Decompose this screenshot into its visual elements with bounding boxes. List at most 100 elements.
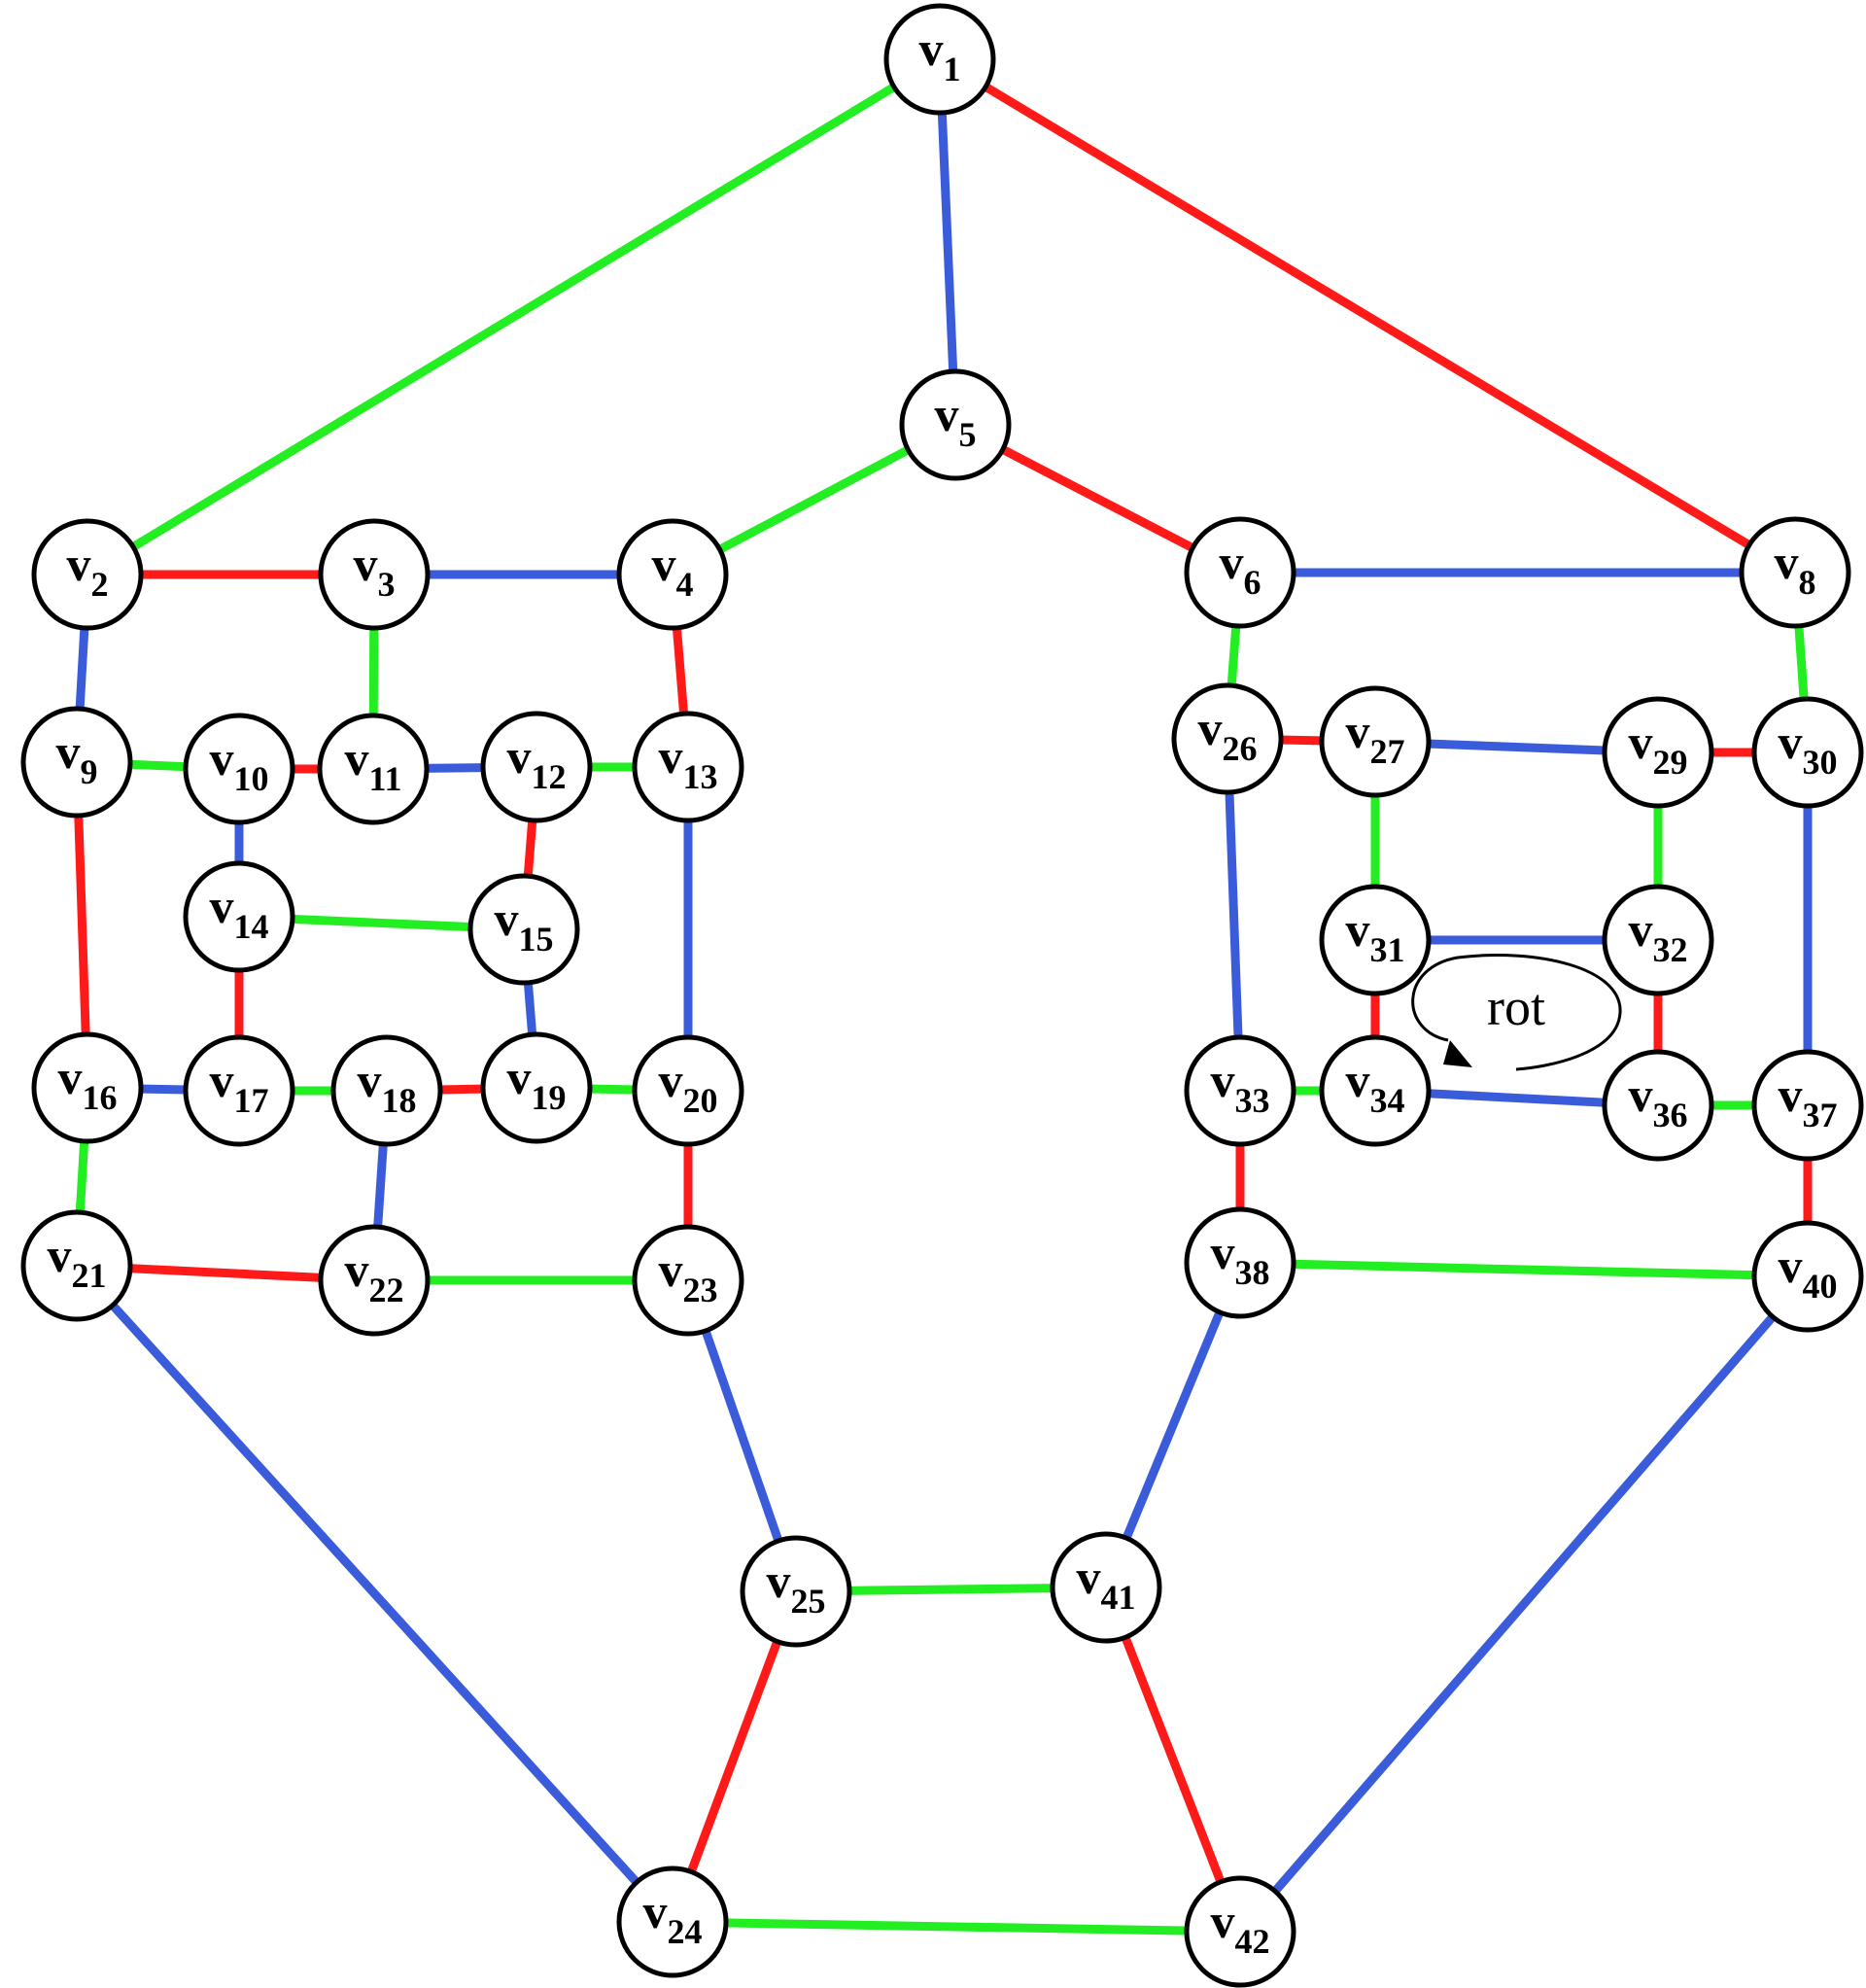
vertex-label: v20 — [659, 1053, 718, 1120]
vertex-circle — [883, 3, 996, 116]
vertex-circle — [1050, 1531, 1162, 1644]
vertex-circle — [183, 860, 295, 973]
vertex-label: v8 — [1775, 535, 1816, 602]
vertex-circle — [740, 1535, 852, 1648]
vertex-v1: v1 — [883, 3, 996, 116]
vertex-label: v37 — [1779, 1067, 1838, 1134]
vertex-label: v13 — [659, 729, 718, 796]
vertex-v22: v22 — [318, 1224, 431, 1337]
vertex-circle — [467, 873, 580, 986]
vertex-circle — [31, 518, 144, 631]
edge-v38-v40 — [1239, 1258, 1809, 1281]
vertex-label: v19 — [507, 1050, 567, 1117]
vertex-circle — [318, 518, 431, 631]
vertex-circle — [31, 1031, 144, 1144]
vertex-v41: v41 — [1050, 1531, 1162, 1644]
vertex-circle — [480, 1031, 593, 1144]
vertex-label: v32 — [1629, 902, 1688, 969]
vertex-v14: v14 — [183, 860, 295, 973]
vertex-label: v42 — [1211, 1894, 1270, 1961]
vertex-v31: v31 — [1319, 884, 1432, 996]
vertex-label: v40 — [1779, 1238, 1838, 1306]
edge-v1-v8 — [937, 55, 1798, 576]
vertex-v9: v9 — [20, 706, 133, 819]
rotation-arrowhead-icon — [1443, 1040, 1472, 1067]
vertex-circle — [1751, 1049, 1864, 1162]
vertex-circle — [330, 1034, 443, 1147]
vertex-circle — [899, 368, 1012, 481]
vertex-v21: v21 — [20, 1209, 133, 1322]
vertex-v30: v30 — [1751, 696, 1864, 809]
vertex-label: v18 — [358, 1053, 417, 1120]
vertex-v34: v34 — [1319, 1034, 1432, 1147]
vertex-label: v21 — [48, 1228, 107, 1295]
vertex-label: v31 — [1346, 902, 1405, 969]
vertex-v12: v12 — [480, 711, 593, 823]
rotation-label: rot — [1487, 978, 1545, 1036]
vertex-label: v15 — [495, 891, 554, 959]
rotation-indicator: rot — [1411, 954, 1622, 1071]
vertex-v18: v18 — [330, 1034, 443, 1147]
vertex-circle — [632, 1034, 744, 1147]
vertex-v37: v37 — [1751, 1049, 1864, 1162]
edge-v41-v38 — [1101, 1261, 1245, 1589]
edge-v42-v40 — [1236, 1273, 1812, 1935]
vertex-label: v34 — [1346, 1053, 1405, 1120]
edge-v24-v42 — [672, 1917, 1241, 1936]
vertex-circle — [632, 1224, 744, 1337]
vertex-label: v30 — [1779, 715, 1838, 782]
edge-v1-v2 — [85, 55, 943, 578]
vertex-v16: v16 — [31, 1031, 144, 1144]
vertex-circle — [183, 1034, 295, 1147]
vertex-label: v6 — [1220, 535, 1261, 602]
vertex-label: v24 — [643, 1884, 703, 1951]
vertex-label: v16 — [58, 1050, 118, 1117]
vertex-circle — [1602, 884, 1714, 996]
vertex-circle — [616, 518, 729, 631]
vertex-v15: v15 — [467, 873, 580, 986]
vertex-v40: v40 — [1751, 1220, 1864, 1333]
edge-v25-v24 — [668, 1589, 801, 1924]
vertex-circle — [1184, 1034, 1296, 1147]
edge-v21-v24 — [73, 1262, 676, 1926]
vertex-label: v27 — [1346, 704, 1405, 771]
vertex-circle — [20, 706, 133, 819]
vertex-label: v11 — [344, 731, 401, 798]
vertex-label: v22 — [345, 1242, 404, 1309]
vertex-circle — [1184, 516, 1296, 629]
vertex-v17: v17 — [183, 1034, 295, 1147]
vertex-label: v33 — [1211, 1053, 1270, 1120]
vertex-label: v1 — [919, 21, 961, 88]
vertex-v4: v4 — [616, 518, 729, 631]
vertex-label: v25 — [767, 1553, 826, 1621]
vertex-label: v12 — [507, 729, 567, 796]
vertex-v29: v29 — [1602, 696, 1714, 809]
vertex-circle — [1184, 1875, 1296, 1988]
vertex-circle — [1319, 685, 1432, 798]
vertex-label: v5 — [935, 387, 977, 454]
vertex-v33: v33 — [1184, 1034, 1296, 1147]
vertex-v42: v42 — [1184, 1875, 1296, 1988]
vertex-label: v9 — [56, 724, 98, 791]
vertex-circle — [1171, 682, 1284, 795]
vertex-circle — [318, 1224, 431, 1337]
vertex-v11: v11 — [317, 713, 430, 825]
edges-layer — [72, 55, 1813, 1936]
vertex-v32: v32 — [1602, 884, 1714, 996]
vertex-circle — [1602, 696, 1714, 809]
vertex-label: v4 — [652, 537, 694, 604]
vertex-v24: v24 — [616, 1866, 729, 1978]
vertex-v19: v19 — [480, 1031, 593, 1144]
vertex-v8: v8 — [1739, 516, 1851, 629]
vertex-label: v23 — [659, 1242, 718, 1309]
vertex-v6: v6 — [1184, 516, 1296, 629]
vertex-v13: v13 — [632, 711, 744, 823]
vertex-label: v26 — [1198, 701, 1258, 768]
vertex-circle — [317, 713, 430, 825]
vertex-v26: v26 — [1171, 682, 1284, 795]
vertex-v23: v23 — [632, 1224, 744, 1337]
vertex-v38: v38 — [1184, 1206, 1296, 1319]
vertex-label: v10 — [210, 731, 269, 798]
vertex-circle — [1739, 516, 1851, 629]
